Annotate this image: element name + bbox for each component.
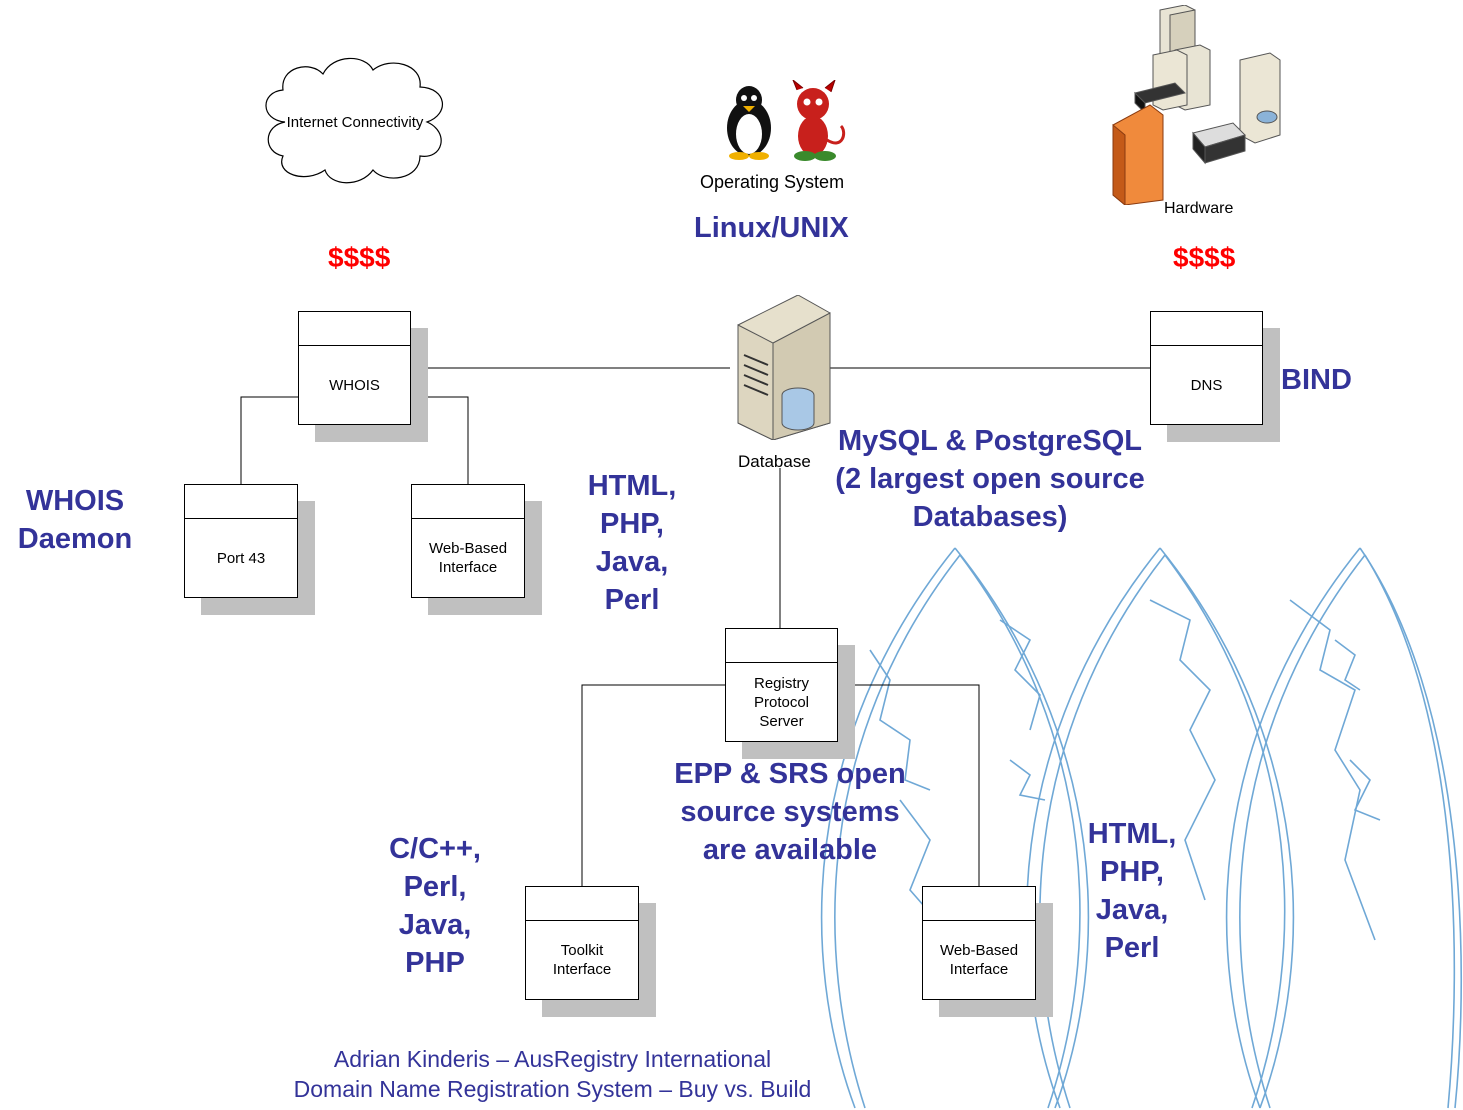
port43-label: Port 43 (216, 549, 266, 567)
os-mascots-icon (727, 80, 846, 161)
database-caption: Database (738, 452, 811, 471)
hardware-caption: Hardware (1164, 200, 1234, 217)
whois-web-tech-label: HTML, PHP, Java, Perl (587, 470, 677, 616)
dns-label: DNS (1190, 376, 1223, 394)
internet-label: Internet Connectivity (286, 114, 424, 131)
registry-web-label: Web-Based Interface (939, 942, 1019, 978)
dns-box: DNS (1150, 311, 1263, 425)
toolkit-box: Toolkit Interface (525, 886, 639, 1000)
cost-hardware: $$$$ (1173, 242, 1236, 273)
footer-line-2: Domain Name Registration System – Buy vs… (293, 1076, 812, 1102)
toolkit-label: Toolkit Interface (552, 942, 612, 978)
port43-box: Port 43 (184, 484, 298, 598)
whois-label: WHOIS (329, 376, 380, 394)
registry-box: Registry Protocol Server (725, 628, 838, 742)
whois-web-label: Web-Based Interface (428, 540, 508, 576)
os-name: Linux/UNIX (694, 212, 849, 244)
cost-whois: $$$$ (328, 242, 391, 273)
registry-web-tech-label: HTML, PHP, Java, Perl (1087, 818, 1177, 964)
whois-daemon-label: WHOIS Daemon (17, 485, 133, 555)
database-icon (737, 295, 831, 440)
toolkit-tech-label: C/C++, Perl, Java, PHP (389, 833, 481, 979)
hardware-icon (1112, 5, 1281, 205)
cloud-icon (265, 57, 444, 184)
footer-line-1: Adrian Kinderis – AusRegistry Internatio… (333, 1046, 772, 1072)
registry-label: Registry Protocol Server (753, 674, 810, 730)
epp-srs-label: EPP & SRS open source systems are availa… (674, 758, 906, 866)
whois-box: WHOIS (298, 311, 411, 425)
db-tech-label: MySQL & PostgreSQL (2 largest open sourc… (835, 425, 1145, 533)
os-caption: Operating System (700, 172, 845, 192)
bind-label: BIND (1281, 364, 1352, 396)
registry-web-box: Web-Based Interface (922, 886, 1036, 1000)
whois-web-box: Web-Based Interface (411, 484, 525, 598)
